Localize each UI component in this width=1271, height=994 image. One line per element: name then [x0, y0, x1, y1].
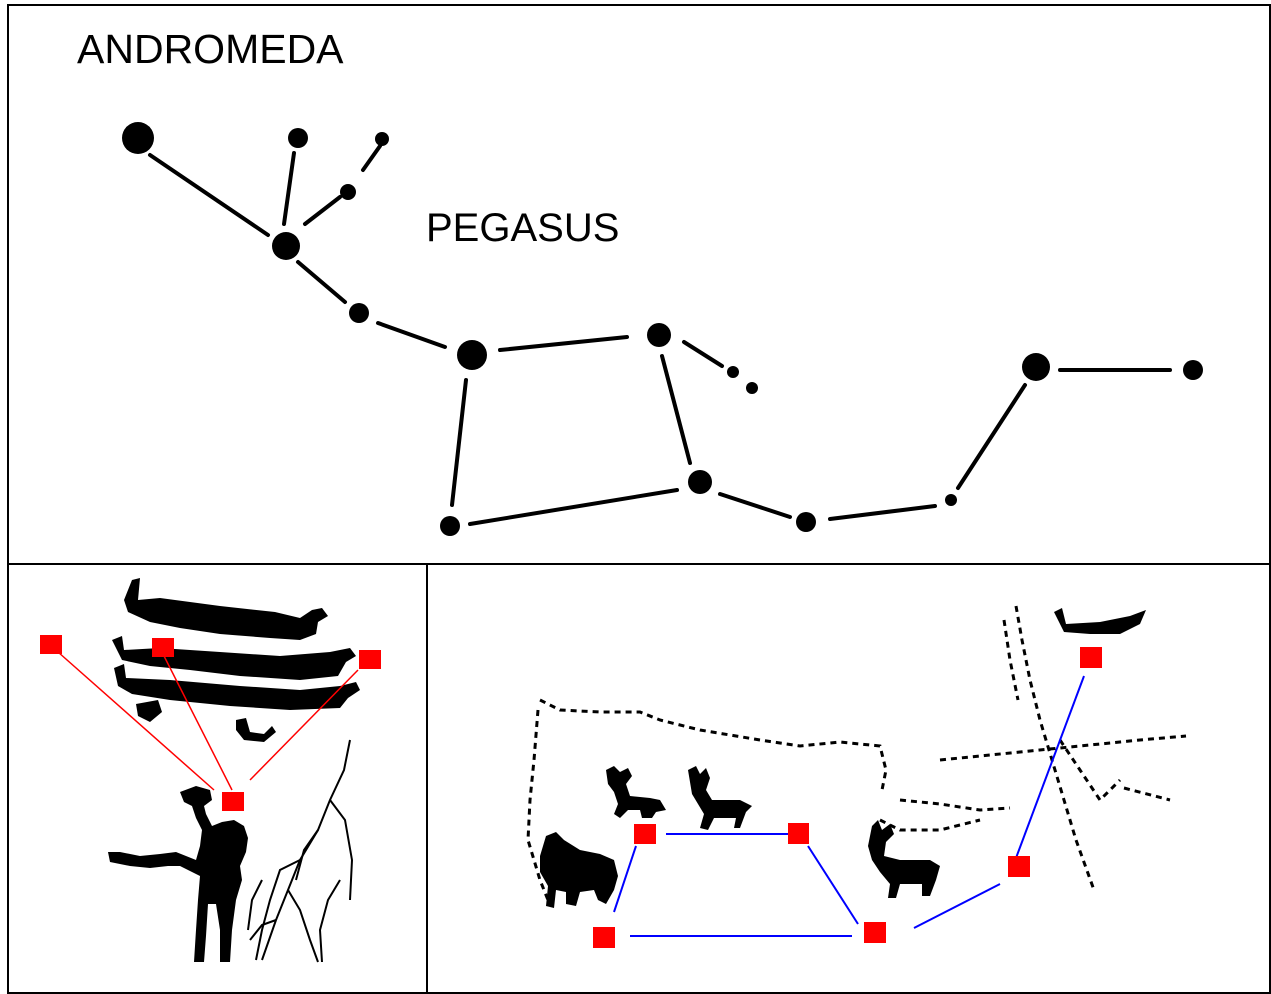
star	[375, 132, 389, 146]
star	[122, 122, 154, 154]
star	[796, 512, 816, 532]
star	[647, 323, 671, 347]
marker	[40, 635, 62, 654]
star	[440, 516, 460, 536]
star	[340, 184, 356, 200]
marker	[1080, 647, 1102, 668]
star	[945, 494, 957, 506]
marker	[593, 927, 615, 948]
marker	[634, 824, 656, 844]
star	[688, 470, 712, 494]
star	[746, 382, 758, 394]
marker	[152, 638, 174, 657]
right-markers	[593, 647, 1102, 948]
star	[349, 303, 369, 323]
right-rock-carving	[526, 605, 1187, 908]
star	[1022, 353, 1050, 381]
andromeda-label: ANDROMEDA	[77, 26, 344, 72]
star	[288, 128, 308, 148]
marker	[1008, 856, 1030, 877]
marker	[864, 922, 886, 943]
left-marker-lines	[57, 651, 359, 791]
star	[727, 366, 739, 378]
star	[457, 340, 487, 370]
marker	[222, 792, 244, 811]
constellation-lines	[148, 144, 1172, 526]
star	[1183, 360, 1203, 380]
constellation-stars	[122, 122, 1203, 536]
pegasus-label: PEGASUS	[426, 206, 620, 250]
marker	[359, 650, 381, 669]
left-markers	[40, 635, 381, 811]
marker	[788, 823, 809, 844]
left-rock-carving	[108, 578, 360, 963]
star	[272, 232, 300, 260]
panel-borders	[7, 4, 1271, 994]
right-marker-lines	[613, 675, 1085, 937]
